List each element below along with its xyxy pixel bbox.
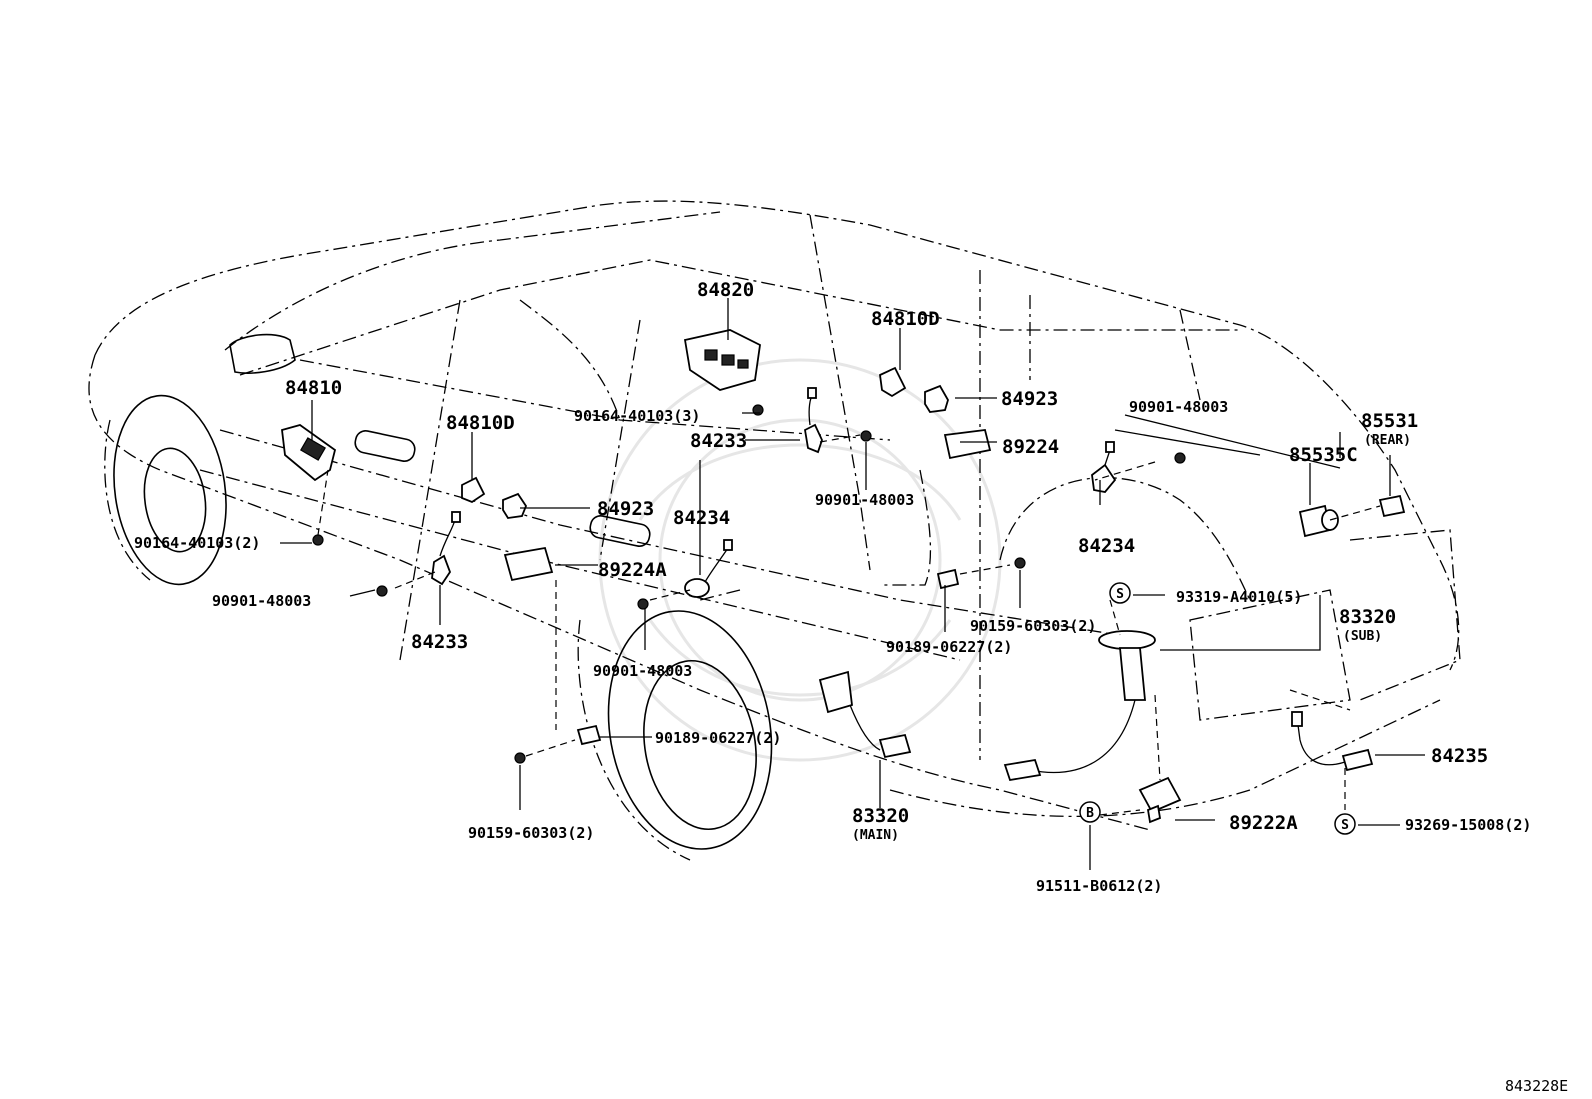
- footer-code: 843228E: [1505, 1077, 1568, 1095]
- label-84235: 84235: [1431, 745, 1488, 767]
- label-83320-sub-note: (SUB): [1343, 629, 1382, 644]
- label-84810d-left: 84810D: [446, 412, 515, 434]
- label-90159-60303-2-lower: 90159-60303(2): [468, 824, 594, 842]
- label-91511-b0612-2: 91511-B0612(2): [1036, 877, 1162, 895]
- label-90901-48003-left: 90901-48003: [212, 592, 311, 610]
- vehicle-outline: [88, 200, 1461, 861]
- label-90164-40103-3: 90164-40103(3): [574, 407, 700, 425]
- label-90901-48003-center: 90901-48003: [815, 491, 914, 509]
- part-84234-sensor-right: [1091, 441, 1117, 493]
- part-84923-left: [502, 492, 528, 519]
- part-83320-main-sender: [818, 670, 912, 759]
- symbol-s-1: S: [1116, 587, 1124, 602]
- label-83320-main: 83320: [852, 805, 909, 827]
- symbol-b: B: [1086, 806, 1094, 821]
- part-85535C-socket: [1298, 504, 1339, 538]
- part-connectors-90189: [576, 568, 960, 746]
- label-90189-06227-2-right: 90189-06227(2): [886, 638, 1012, 656]
- label-84233-left: 84233: [411, 631, 468, 653]
- label-83320-main-note: (MAIN): [852, 828, 899, 843]
- part-84233-sensor-center: [804, 387, 823, 454]
- label-90189-06227-2-lower: 90189-06227(2): [655, 729, 781, 747]
- label-89222a: 89222A: [1229, 812, 1298, 834]
- part-83320-sub-sender: [1003, 630, 1156, 782]
- label-84810: 84810: [285, 377, 342, 399]
- label-84234-center: 84234: [673, 507, 730, 529]
- part-labels: 84820 84810D 84923 90901-48003 85531 (RE…: [134, 279, 1568, 1095]
- label-90901-48003-lower: 90901-48003: [593, 662, 692, 680]
- label-84923-right: 84923: [1001, 388, 1058, 410]
- part-89224A-module: [503, 546, 554, 582]
- part-84923-right: [924, 384, 949, 413]
- part-84810-switch: [281, 424, 337, 482]
- part-89224-module: [943, 429, 992, 460]
- label-85531-note: (REAR): [1364, 433, 1411, 448]
- part-84234-sensor-center: [684, 539, 733, 598]
- part-84235-sensor: [1291, 711, 1374, 772]
- part-84233-sensor-left: [431, 511, 461, 586]
- symbol-s-2: S: [1341, 818, 1349, 833]
- label-93319-a4010-5: 93319-A4010(5): [1176, 588, 1302, 606]
- label-90901-48003-top: 90901-48003: [1129, 398, 1228, 416]
- label-84923-left: 84923: [597, 498, 654, 520]
- label-89224: 89224: [1002, 436, 1059, 458]
- label-83320-sub: 83320: [1339, 606, 1396, 628]
- part-89222A-relay: [1138, 776, 1182, 824]
- part-84820-switch: [683, 329, 761, 391]
- label-84810d-top: 84810D: [871, 308, 940, 330]
- part-85531-rear-bulb: [1378, 494, 1406, 518]
- part-84810D-switch-left: [461, 476, 486, 504]
- part-84810D-switch-top: [879, 366, 907, 398]
- label-84234-right: 84234: [1078, 535, 1135, 557]
- label-85535c: 85535C: [1289, 444, 1358, 466]
- label-90164-40103-2: 90164-40103(2): [134, 534, 260, 552]
- label-85531: 85531: [1361, 410, 1418, 432]
- label-89224a: 89224A: [598, 559, 667, 581]
- label-84820: 84820: [697, 279, 754, 301]
- leader-lines: [280, 298, 1425, 870]
- label-84233-center: 84233: [690, 430, 747, 452]
- label-93269-15008-2: 93269-15008(2): [1405, 816, 1531, 834]
- label-90159-60303-2-right: 90159-60303(2): [970, 617, 1096, 635]
- symbol-markers: S B S: [1079, 582, 1356, 835]
